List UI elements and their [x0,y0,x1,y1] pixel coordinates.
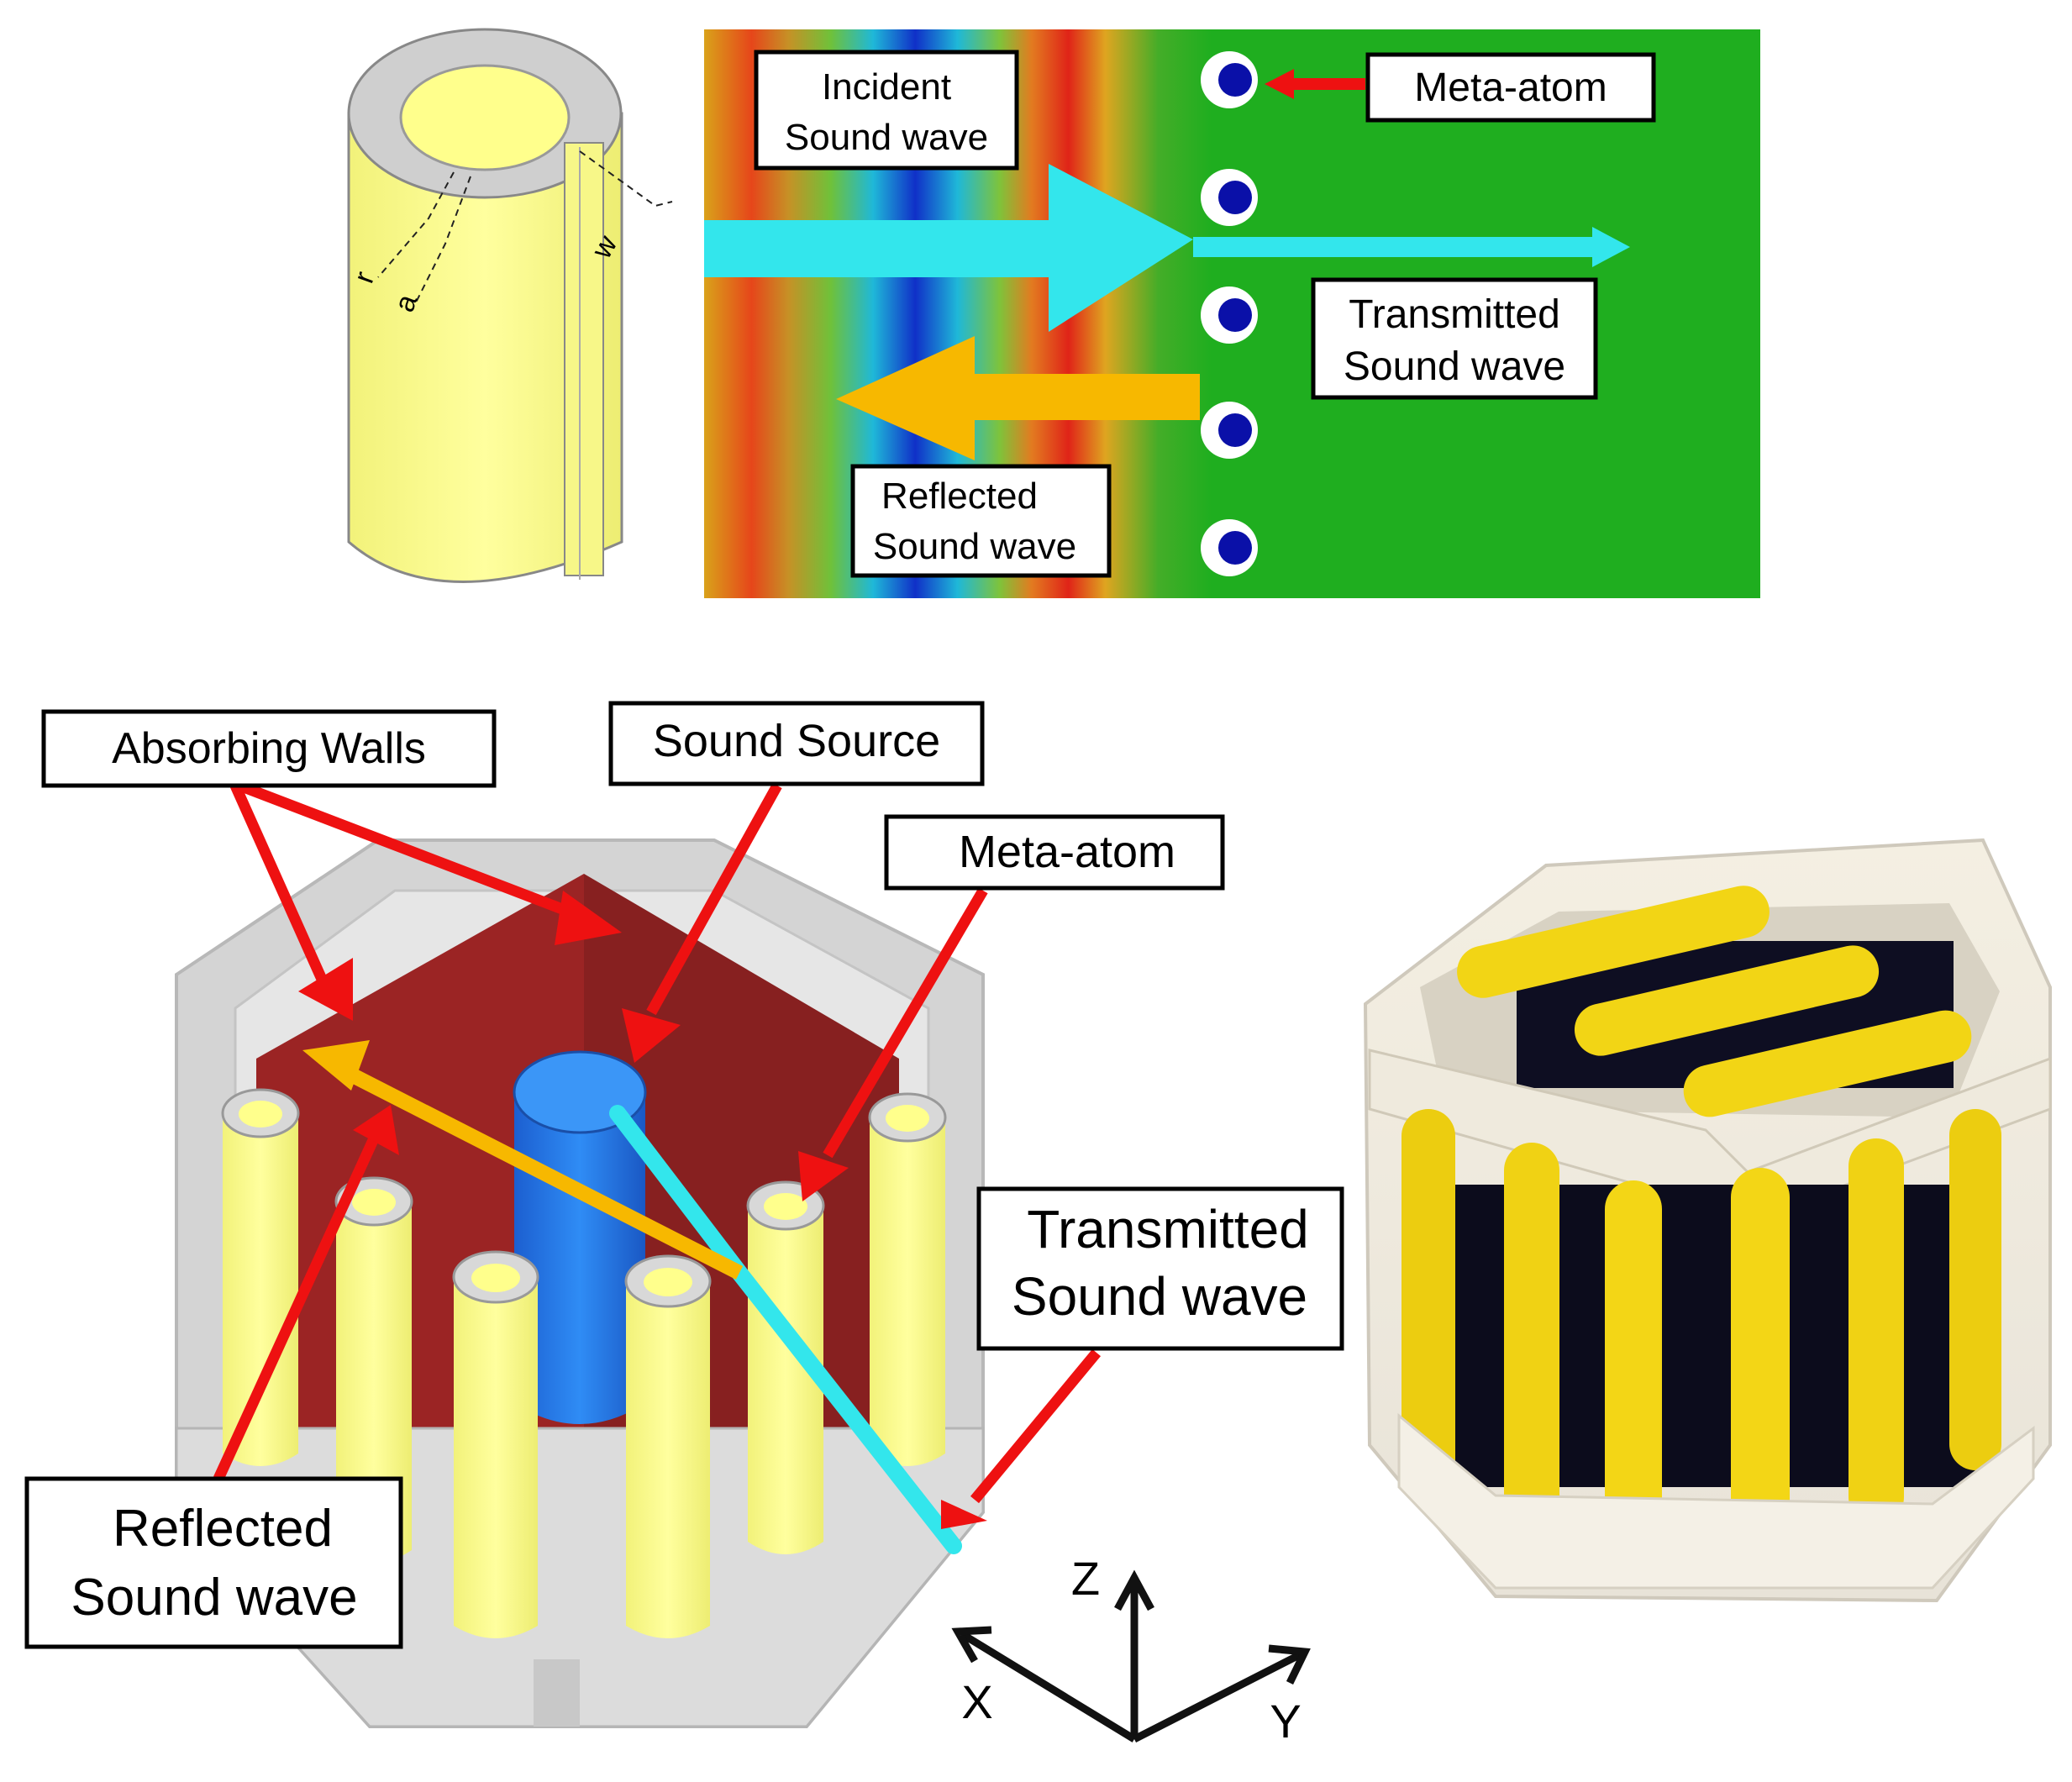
meta-atom-dot [1201,402,1258,459]
meta-atom-column [746,1180,825,1554]
incident-label-line1: Incident [822,66,951,108]
meta-atom-dot [1201,519,1258,576]
sound-source-label: Sound Source [653,716,940,766]
meta-atom-dot [1201,286,1258,344]
reflected-wave-ray [340,1064,744,1280]
meta-atom-column [334,1176,413,1563]
reflected-label-top-line1: Reflected [881,476,1038,517]
meta-atom-dot [1201,169,1258,226]
reflected-label-bottom-line2: Sound wave [71,1569,357,1627]
reflected-wave-arrow [836,336,1200,460]
label-reflected-sound-wave-bottom: Reflected Sound wave [24,1476,403,1649]
meta-atom-cylinder-drawing: r a w [347,28,673,583]
absorbing-walls-label: Absorbing Walls [112,724,426,773]
prototype-vertical-rod [1731,1168,1790,1571]
axis-label-x: X [961,1675,992,1728]
incident-wave-arrow [704,164,1193,332]
meta-atom-label-top: Meta-atom [1414,66,1607,110]
transmitted-label-top-line2: Sound wave [1344,344,1565,389]
axis-label-y: Y [1270,1695,1301,1748]
prototype-vertical-rod [1504,1143,1559,1538]
label-meta-atom-top: Meta-atom [1365,52,1656,123]
meta-atom-column [624,1254,712,1638]
meta-atom-dot [1201,51,1258,108]
label-sound-source: Sound Source [608,701,985,786]
transmitted-label-bottom-line2: Sound wave [1012,1266,1307,1327]
meta-atom-column [221,1088,300,1466]
label-reflected-sound-wave-top: Reflected Sound wave [850,464,1112,578]
prototype-top-rod [1574,945,1880,1056]
meta-atom-label-bottom: Meta-atom [959,827,1175,877]
prototype-vertical-rod [1401,1109,1455,1496]
label-absorbing-walls: Absorbing Walls [41,709,497,788]
axis-label-z: Z [1071,1552,1100,1605]
meta-atom-pointer-arrow [1265,69,1365,99]
meta-atom-column [452,1250,539,1638]
prototype-vertical-rod [1605,1180,1662,1588]
incident-label-line2: Sound wave [785,117,988,158]
label-transmitted-sound-wave-bottom: Transmitted Sound wave [976,1186,1344,1351]
prototype-vertical-rod [1848,1138,1904,1525]
reflected-label-top-line2: Sound wave [873,526,1076,567]
transmitted-label-bottom-line1: Transmitted [1027,1199,1309,1259]
label-transmitted-sound-wave-top: Transmitted Sound wave [1311,277,1598,400]
coordinate-axes [951,1569,1311,1743]
transmitted-wave-arrow [1193,227,1630,267]
meta-atom-column [868,1092,947,1466]
reflected-wave-arrowhead [302,1040,370,1091]
meta-atom-row [1201,51,1258,576]
transmitted-label-top-line1: Transmitted [1349,292,1560,337]
reflected-label-bottom-line1: Reflected [113,1500,333,1558]
pointer-arrows-bottom [213,780,1102,1529]
label-incident-sound-wave: Incident Sound wave [754,50,1019,171]
prototype-vertical-rod [1949,1109,2001,1470]
prototype-top-rod [1457,886,1770,998]
label-meta-atom-bottom: Meta-atom [884,814,1225,891]
prototype-photo [1363,838,2052,1603]
prototype-top-rod [1683,1010,1972,1117]
